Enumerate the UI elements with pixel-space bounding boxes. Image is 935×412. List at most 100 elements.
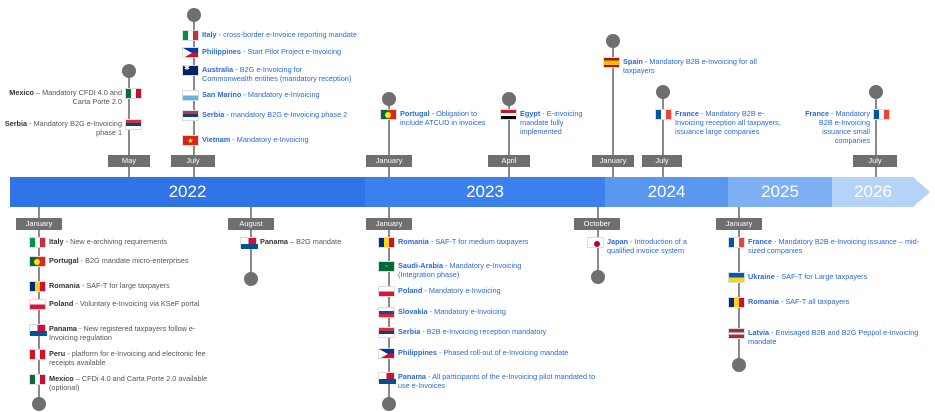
knob-july-2026 bbox=[869, 85, 883, 99]
mexico-flag-icon bbox=[125, 88, 142, 99]
event-italy-bottom-text: - New e-archiving requirements bbox=[63, 237, 168, 246]
month-label-july-2026: July bbox=[853, 155, 897, 167]
event-romania-2022-country: Romania bbox=[49, 281, 80, 290]
knob-oct-2023 bbox=[591, 270, 605, 284]
event-san-marino-country: San Marino bbox=[202, 90, 242, 99]
event-portugal-bottom-country: Portugal bbox=[49, 256, 79, 265]
event-france-2026: France - Mandatory B2B e-Invoicing issua… bbox=[790, 109, 890, 145]
year-bar-2026: 2026 bbox=[832, 177, 914, 207]
event-serbia-2023: Serbia - B2B e-Invoicing reception manda… bbox=[378, 327, 598, 338]
mexico-flag-icon bbox=[29, 374, 46, 385]
event-romania-2022-text: - SAF-T for large taxpayers bbox=[79, 281, 170, 290]
portugal-flag-icon bbox=[29, 256, 46, 267]
knob-jan-2025 bbox=[732, 358, 746, 372]
event-panama-aug-text: – B2G mandate bbox=[288, 237, 342, 246]
knob-july-2024 bbox=[656, 85, 670, 99]
stem-jan-2023-top bbox=[388, 100, 390, 177]
event-romania-2023: Romania - SAF-T for medium taxpayers bbox=[378, 237, 588, 248]
month-label-april-2023: April bbox=[488, 155, 530, 167]
knob-aug-2022 bbox=[244, 272, 258, 286]
event-france-2024: France - Mandatory B2B e-Invoicing recep… bbox=[655, 109, 785, 136]
san-marino-flag-icon bbox=[182, 90, 199, 101]
serbia-flag-icon bbox=[378, 327, 395, 338]
event-serbia-phase2-text: - mandatory B2G e-Invoicing phase 2 bbox=[224, 110, 348, 119]
event-serbia-top-country: Serbia bbox=[4, 119, 28, 128]
event-japan-text: - Introduction of a qualified invoice sy… bbox=[607, 237, 687, 255]
event-mexico-top-text: – Mandatory CFDI 4.0 and Carta Porte 2.0 bbox=[33, 88, 122, 106]
event-panama-2023: Panama - All participants of the e-Invoi… bbox=[378, 372, 598, 390]
italy-flag-icon bbox=[29, 237, 46, 248]
philippines-flag-icon bbox=[182, 47, 199, 58]
event-panama-2023-text: - All participants of the e-Invoicing pi… bbox=[398, 372, 596, 390]
event-serbia-top: Serbia - Mandatory B2G e-Invoicing phase… bbox=[0, 119, 142, 137]
event-france-2024-country: France bbox=[675, 109, 699, 118]
japan-flag-icon bbox=[587, 237, 604, 248]
event-poland-ksef-text: - Voluntary e-Invoicing via KSeF portal bbox=[73, 299, 200, 308]
event-italy-top: Italy - cross-border e-Invoice reporting… bbox=[182, 30, 402, 41]
stem-jan-2025 bbox=[738, 207, 740, 362]
latvia-flag-icon bbox=[728, 328, 745, 339]
event-australia-country: Australia bbox=[202, 65, 234, 74]
event-latvia: Latvia - Envisaged B2B and B2G Peppol e-… bbox=[728, 328, 928, 346]
event-san-marino-text: - Mandatory e-Invoicing bbox=[241, 90, 320, 99]
event-italy-top-text: - cross-border e-Invoice reporting manda… bbox=[216, 30, 357, 39]
serbia-flag-icon bbox=[182, 110, 199, 121]
event-panama-2022-country: Panama bbox=[49, 324, 77, 333]
year-bar-2022: 2022 bbox=[10, 177, 365, 207]
event-romania-2023-text: - SAF-T for medium taxpayers bbox=[428, 237, 529, 246]
event-france-2025: France - Mandatory B2B e-Invoicing issua… bbox=[728, 237, 928, 255]
event-egypt-country: Egypt bbox=[520, 109, 541, 118]
slovakia-flag-icon bbox=[378, 307, 395, 318]
stem-july-2026 bbox=[875, 92, 877, 177]
romania-flag-icon bbox=[728, 297, 745, 308]
month-label-jan-2023-top: January bbox=[366, 155, 412, 167]
stem-jan-2023-bottom bbox=[388, 207, 390, 400]
knob-jan-2023-top bbox=[382, 92, 396, 106]
event-panama-2022-text: - New registered taxpayers follow e-Invo… bbox=[49, 324, 196, 342]
timeline-arrow-head bbox=[913, 177, 930, 207]
panama-flag-icon bbox=[240, 237, 258, 249]
event-philippines-2023: Philippines - Phased roll-out of e-Invoi… bbox=[378, 348, 608, 359]
event-spain-text: - Mandatory B2B e-Invoicing for all taxp… bbox=[623, 57, 757, 75]
event-latvia-text: - Envisaged B2B and B2G Peppol e-Invoici… bbox=[748, 328, 919, 346]
month-label-jan-2025: January bbox=[716, 218, 762, 230]
event-philippines-top-country: Philippines bbox=[202, 47, 241, 56]
event-vietnam: ★ Vietnam - Mandatory e-Invoicing bbox=[182, 135, 392, 146]
knob-jan-2024 bbox=[606, 34, 620, 48]
event-italy-top-country: Italy bbox=[202, 30, 217, 39]
event-romania-2025-text: - SAF-T all taxpayers bbox=[778, 297, 850, 306]
portugal-flag-icon bbox=[380, 109, 397, 120]
event-portugal-bottom-text: - B2G mandate micro-enterprises bbox=[78, 256, 189, 265]
event-mexico-top-country: Mexico bbox=[9, 88, 34, 97]
event-philippines-2023-country: Philippines bbox=[398, 348, 437, 357]
year-label-2022: 2022 bbox=[168, 182, 207, 201]
event-poland-2023: Poland - Mandatory e-Invoicing bbox=[378, 286, 578, 297]
romania-flag-icon bbox=[378, 237, 395, 248]
philippines-flag-icon bbox=[378, 348, 395, 359]
month-label-oct-2023: October bbox=[574, 218, 620, 230]
poland-flag-icon bbox=[29, 299, 46, 310]
event-peru-text: - platform for e-Invoicing and electroni… bbox=[49, 349, 206, 367]
month-label-jan-2024: January bbox=[592, 155, 634, 167]
event-france-2025-text: - Mandatory B2B e-Invoicing issuance – m… bbox=[748, 237, 920, 255]
peru-flag-icon bbox=[29, 349, 46, 360]
year-label-2025: 2025 bbox=[761, 182, 799, 201]
event-australia: Australia - B2G e-Invoicing for Commonwe… bbox=[182, 64, 352, 83]
year-label-2026: 2026 bbox=[854, 182, 892, 201]
event-mexico-top: Mexico – Mandatory CFDI 4.0 and Carta Po… bbox=[0, 88, 142, 106]
france-flag-icon bbox=[655, 109, 672, 120]
ukraine-flag-icon bbox=[728, 272, 745, 283]
stem-april-2023 bbox=[508, 100, 510, 177]
event-panama-2023-country: Panama bbox=[398, 372, 426, 381]
month-label-may-2022: May bbox=[108, 155, 150, 167]
event-portugal-top: Portugal - Obligation to include ATCUD i… bbox=[380, 109, 490, 127]
stem-jan-2024 bbox=[612, 42, 614, 177]
event-ukraine-text: - SAF-T for Large taxpayers bbox=[774, 272, 868, 281]
event-slovakia-country: Slovakia bbox=[398, 307, 428, 316]
event-italy-bottom: Italy - New e-archiving requirements bbox=[29, 237, 229, 248]
event-panama-2022: Panama - New registered taxpayers follow… bbox=[29, 324, 214, 342]
event-panama-aug-country: Panama bbox=[260, 237, 288, 246]
event-serbia-top-text: - Mandatory B2G e-Invoicing phase 1 bbox=[27, 119, 122, 137]
event-philippines-2023-text: - Phased roll-out of e-Invoicing mandate bbox=[436, 348, 569, 357]
panama-flag-icon bbox=[29, 324, 47, 336]
